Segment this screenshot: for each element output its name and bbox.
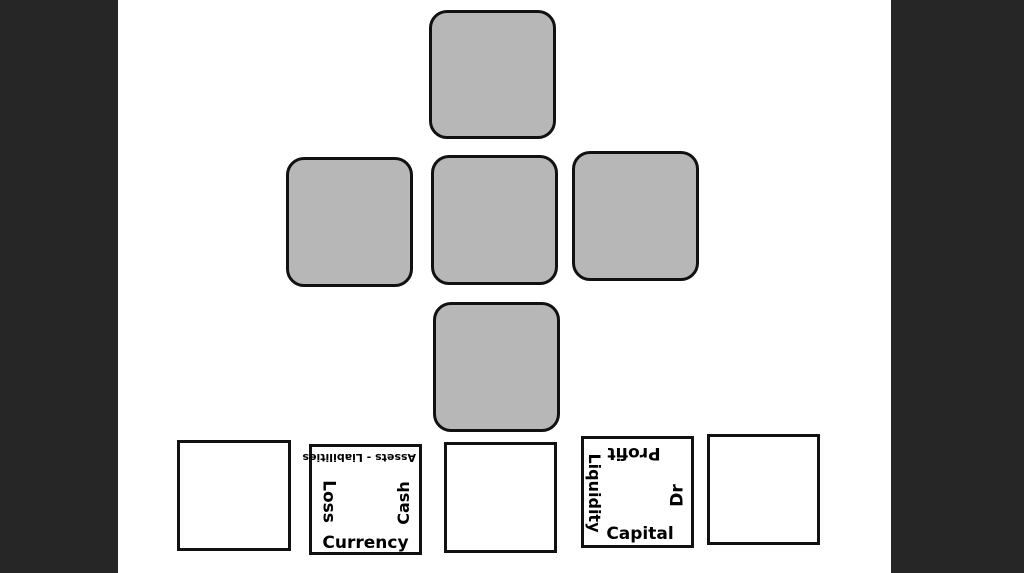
slot-bottom[interactable] bbox=[433, 302, 560, 432]
tile-4-top-label: Profit bbox=[607, 443, 661, 463]
tile-2[interactable]: Assets - Liabilities Cash Currency Loss bbox=[302, 444, 422, 555]
tile-2-top-label: Assets - Liabilities bbox=[302, 451, 416, 464]
tile-4-left-label: Liquidity bbox=[585, 453, 604, 533]
slot-top[interactable] bbox=[429, 10, 556, 139]
tile-3[interactable] bbox=[444, 442, 557, 553]
slot-center[interactable] bbox=[431, 155, 558, 285]
tile-4-right-label: Dr bbox=[667, 484, 688, 507]
tile-4-bottom-label: Capital bbox=[606, 524, 674, 544]
tile-2-bottom-label: Currency bbox=[322, 533, 409, 553]
slot-left[interactable] bbox=[286, 157, 413, 287]
tile-5[interactable] bbox=[707, 434, 820, 545]
tile-2-right-label: Cash bbox=[394, 481, 413, 525]
tile-1[interactable] bbox=[177, 440, 291, 551]
puzzle-board: Assets - Liabilities Cash Currency Loss … bbox=[118, 0, 891, 573]
slot-right[interactable] bbox=[572, 151, 699, 281]
tile-2-left-label: Loss bbox=[318, 480, 339, 523]
tile-4[interactable]: Profit Dr Capital Liquidity bbox=[581, 436, 694, 548]
